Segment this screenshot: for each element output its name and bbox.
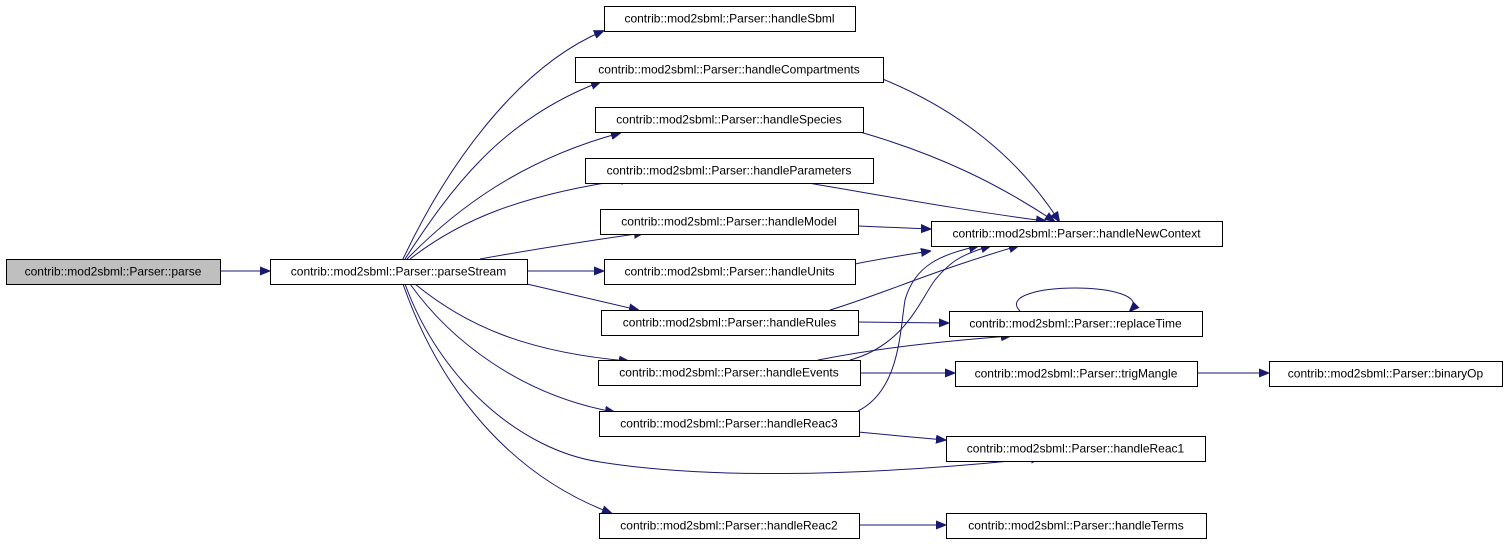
node-label: contrib::mod2sbml::Parser::handleEvents — [619, 366, 838, 380]
node-label: contrib::mod2sbml::Parser::handleSpecies — [616, 113, 841, 127]
node-label: contrib::mod2sbml::Parser::handleModel — [621, 215, 836, 229]
edge-handleSpecies-to-handleNewContext — [859, 131, 1054, 221]
node-label: contrib::mod2sbml::Parser::replaceTime — [969, 317, 1182, 331]
edge-handleUnits-to-handleNewContext — [854, 251, 930, 265]
edge-parseStream-to-handleCompartments — [404, 82, 600, 260]
node-label: contrib::mod2sbml::Parser::handleTerms — [968, 519, 1183, 533]
node-box — [946, 513, 1207, 539]
node-handleParameters[interactable]: contrib::mod2sbml::Parser::handleParamet… — [585, 158, 874, 184]
node-box — [601, 310, 859, 336]
node-box — [585, 158, 874, 184]
node-label: contrib::mod2sbml::Parser::handleReac3 — [620, 417, 838, 431]
node-box — [604, 6, 856, 32]
node-label: contrib::mod2sbml::Parser::handleSbml — [624, 12, 834, 26]
node-box — [604, 259, 856, 285]
node-box — [1269, 361, 1503, 387]
node-trigMangle[interactable]: contrib::mod2sbml::Parser::trigMangle — [955, 361, 1198, 387]
node-handleReac2[interactable]: contrib::mod2sbml::Parser::handleReac2 — [599, 513, 860, 539]
edge-handleParameters-to-handleNewContext — [807, 182, 1045, 221]
node-handleTerms[interactable]: contrib::mod2sbml::Parser::handleTerms — [946, 513, 1207, 539]
node-parseStream[interactable]: contrib::mod2sbml::Parser::parseStream — [270, 259, 528, 285]
node-handleSpecies[interactable]: contrib::mod2sbml::Parser::handleSpecies — [595, 107, 864, 133]
edge-parseStream-to-handleSbml — [402, 31, 603, 260]
node-replaceTime[interactable]: contrib::mod2sbml::Parser::replaceTime — [949, 311, 1203, 337]
edge-handleModel-to-handleNewContext — [857, 226, 930, 229]
edge-handleCompartments-to-handleNewContext — [879, 77, 1059, 221]
edge-parseStream-to-handleModel — [479, 233, 643, 260]
node-label: contrib::mod2sbml::Parser::parse — [25, 265, 202, 279]
node-box — [599, 513, 860, 539]
node-label: contrib::mod2sbml::Parser::handleCompart… — [598, 63, 859, 77]
node-parse[interactable]: contrib::mod2sbml::Parser::parse — [6, 259, 221, 285]
node-box — [270, 259, 528, 285]
node-box — [599, 411, 860, 437]
edge-handleEvents-to-replaceTime — [817, 336, 1010, 361]
node-label: contrib::mod2sbml::Parser::binaryOp — [1288, 367, 1484, 381]
node-handleSbml[interactable]: contrib::mod2sbml::Parser::handleSbml — [604, 6, 856, 32]
node-label: contrib::mod2sbml::Parser::handleParamet… — [607, 164, 852, 178]
node-box — [575, 57, 884, 83]
edge-handleReac3-to-handleNewContext — [857, 246, 978, 412]
edge-handleRules-to-replaceTime — [857, 322, 948, 323]
edge-parseStream-to-handleRules — [526, 283, 638, 310]
node-box — [6, 259, 221, 285]
edge-handleRules-to-handleNewContext — [829, 246, 1018, 311]
edge-parseStream-to-handleEvents — [414, 283, 628, 361]
node-label: contrib::mod2sbml::Parser::handleReac2 — [620, 519, 838, 533]
edge-parseStream-to-handleReac2 — [402, 283, 611, 513]
edge-parseStream-to-handleParameters — [409, 179, 630, 260]
node-handleReac3[interactable]: contrib::mod2sbml::Parser::handleReac3 — [599, 411, 860, 437]
node-handleReac1[interactable]: contrib::mod2sbml::Parser::handleReac1 — [946, 436, 1206, 462]
edges-layer — [220, 31, 1268, 525]
edge-replaceTime-to-replaceTime — [1016, 287, 1133, 311]
node-label: contrib::mod2sbml::Parser::handleReac1 — [967, 442, 1185, 456]
node-box — [595, 107, 864, 133]
edge-handleEvents-to-handleNewContext — [849, 246, 990, 361]
node-box — [598, 360, 861, 386]
node-handleNewContext[interactable]: contrib::mod2sbml::Parser::handleNewCont… — [931, 221, 1223, 247]
node-binaryOp[interactable]: contrib::mod2sbml::Parser::binaryOp — [1269, 361, 1503, 387]
node-label: contrib::mod2sbml::Parser::parseStream — [291, 265, 506, 279]
node-box — [955, 361, 1198, 387]
node-box — [949, 311, 1203, 337]
edge-parseStream-to-handleReac1 — [404, 283, 1040, 475]
node-handleModel[interactable]: contrib::mod2sbml::Parser::handleModel — [600, 209, 859, 235]
node-label: contrib::mod2sbml::Parser::trigMangle — [975, 367, 1178, 381]
node-box — [931, 221, 1223, 247]
node-handleEvents[interactable]: contrib::mod2sbml::Parser::handleEvents — [598, 360, 861, 386]
node-label: contrib::mod2sbml::Parser::handleNewCont… — [952, 227, 1201, 241]
node-label: contrib::mod2sbml::Parser::handleUnits — [624, 265, 834, 279]
node-label: contrib::mod2sbml::Parser::handleRules — [623, 316, 836, 330]
node-handleUnits[interactable]: contrib::mod2sbml::Parser::handleUnits — [604, 259, 856, 285]
node-box — [946, 436, 1206, 462]
node-handleCompartments[interactable]: contrib::mod2sbml::Parser::handleCompart… — [575, 57, 884, 83]
edge-handleReac3-to-handleReac1 — [857, 431, 945, 440]
node-handleRules[interactable]: contrib::mod2sbml::Parser::handleRules — [601, 310, 859, 336]
node-box — [600, 209, 859, 235]
edge-parseStream-to-handleSpecies — [406, 133, 620, 260]
edge-parseStream-to-handleReac3 — [409, 283, 614, 412]
